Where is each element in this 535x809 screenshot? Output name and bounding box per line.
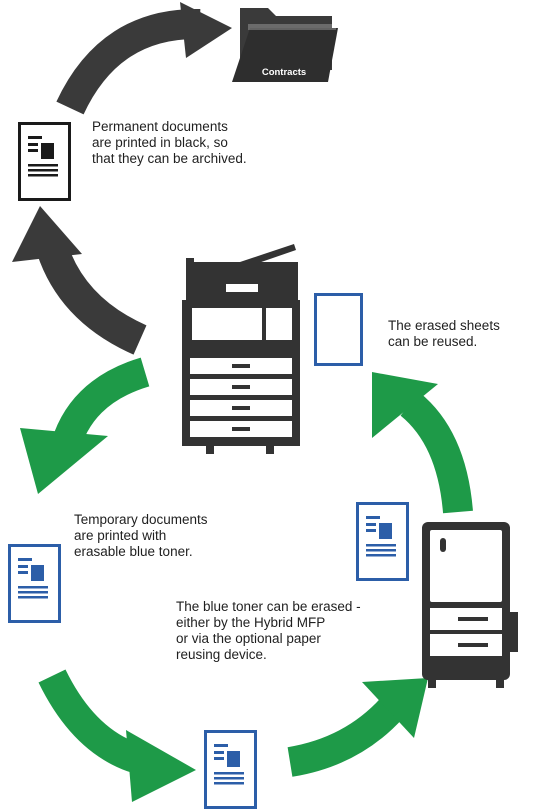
caption-line: erasable blue toner. bbox=[74, 544, 193, 559]
caption-line: that they can be archived. bbox=[92, 151, 247, 166]
temporary-documents-caption: Temporary documents are printed with era… bbox=[74, 512, 208, 560]
document-on-reusing-device-icon bbox=[356, 502, 409, 581]
erased-sheet-icon bbox=[314, 293, 363, 366]
caption-line: can be reused. bbox=[388, 334, 478, 349]
arrow-to-erase-doc bbox=[38, 669, 196, 802]
arrow-to-archive bbox=[56, 2, 232, 115]
caption-line: reusing device. bbox=[176, 647, 267, 662]
caption-line: Temporary documents bbox=[74, 512, 208, 527]
paper-reusing-device-icon bbox=[422, 522, 518, 688]
caption-line: Permanent documents bbox=[92, 119, 228, 134]
caption-line: are printed with bbox=[74, 528, 167, 543]
caption-line: The blue toner can be erased - bbox=[176, 599, 361, 614]
permanent-documents-caption: Permanent documents are printed in black… bbox=[92, 119, 247, 167]
caption-line: either by the Hybrid MFP bbox=[176, 615, 326, 630]
temporary-document-icon bbox=[8, 544, 61, 623]
permanent-document-icon bbox=[18, 122, 71, 201]
arrow-to-erased-sheet bbox=[372, 372, 473, 514]
caption-line: are printed in black, so bbox=[92, 135, 228, 150]
document-to-erase-icon bbox=[204, 730, 257, 809]
hybrid-mfp-printer-icon bbox=[182, 244, 300, 454]
caption-line: The erased sheets bbox=[388, 318, 500, 333]
blue-toner-caption: The blue toner can be erased - either by… bbox=[176, 599, 361, 663]
contracts-folder-icon: Contracts bbox=[232, 8, 338, 82]
caption-line: or via the optional paper bbox=[176, 631, 321, 646]
erased-sheets-caption: The erased sheets can be reused. bbox=[388, 318, 500, 350]
folder-label: Contracts bbox=[262, 67, 306, 78]
arrow-to-temporary-doc bbox=[20, 357, 150, 494]
arrow-to-reusing-device bbox=[287, 678, 428, 777]
arrow-to-permanent-doc bbox=[12, 206, 147, 355]
